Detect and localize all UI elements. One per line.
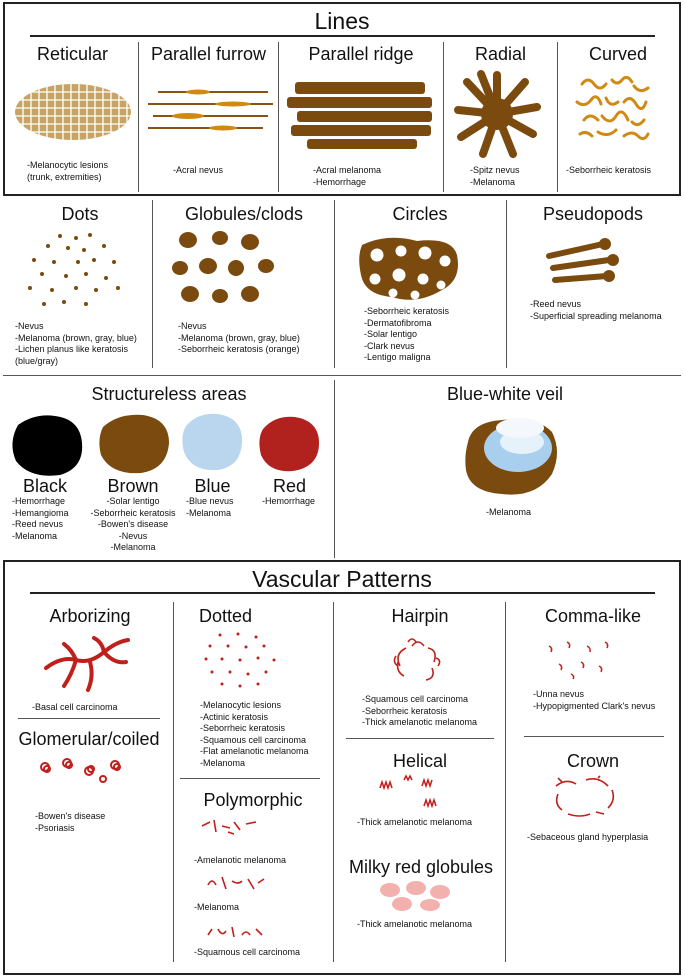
comma-like-illustration xyxy=(548,641,609,680)
hairpin-illustration xyxy=(393,638,441,681)
parallel-furrow-illustration xyxy=(148,89,273,131)
vascular-title-glomerular: Glomerular/coiled xyxy=(18,729,160,749)
veil-desc: -Melanoma xyxy=(486,507,532,517)
polymorphic-desc-2: -Melanoma xyxy=(194,902,240,912)
divider xyxy=(557,42,558,192)
structureless-desc-brown: -Solar lentigo -Seborrheic keratosis -Bo… xyxy=(90,496,176,552)
hairpin-desc: -Squamous cell carcinoma -Seborrheic ker… xyxy=(362,694,478,727)
pattern-title-circles: Circles xyxy=(392,204,448,224)
pattern-desc-pseudopods: -Reed nevus -Superficial spreading melan… xyxy=(530,299,662,321)
structureless-brown-blob xyxy=(99,414,169,474)
vascular-title-milky: Milky red globules xyxy=(348,857,494,877)
divider xyxy=(3,375,681,376)
circles-illustration xyxy=(359,237,458,300)
divider xyxy=(334,200,335,368)
reticular-illustration xyxy=(15,84,131,140)
pattern-desc-dots: -Nevus -Melanoma (brown, gray, blue) -Li… xyxy=(15,321,137,366)
vascular-title-dotted: Dotted xyxy=(198,606,253,626)
polymorphic-illustration-3 xyxy=(207,926,263,938)
structureless-label-blue: Blue xyxy=(194,476,231,496)
dots-illustration xyxy=(28,233,120,306)
lines-title-rule xyxy=(30,35,655,37)
vascular-section-frame xyxy=(3,560,681,975)
glomerular-desc: -Bowen's disease -Psoriasis xyxy=(35,811,106,833)
pattern-desc-parallel-ridge: -Acral melanoma -Hemorrhage xyxy=(313,165,382,187)
vascular-title: Vascular Patterns xyxy=(252,566,432,592)
divider xyxy=(443,42,444,192)
pattern-desc-parallel-furrow: -Acral nevus xyxy=(173,165,224,175)
divider xyxy=(152,200,153,368)
milky-desc: -Thick amelanotic melanoma xyxy=(357,919,473,929)
pattern-title-dots: Dots xyxy=(61,204,99,224)
vascular-title-comma: Comma-like xyxy=(544,606,641,626)
pattern-desc-radial: -Spitz nevus -Melanoma xyxy=(470,165,520,187)
dotted-desc: -Melanocytic lesions -Actinic keratosis … xyxy=(200,700,309,768)
globules-illustration xyxy=(172,231,274,303)
curved-illustration xyxy=(575,75,650,141)
polymorphic-desc-1: -Amelanotic melanoma xyxy=(194,855,287,865)
vascular-title-crown: Crown xyxy=(566,751,619,771)
divider xyxy=(334,380,335,558)
structureless-blue-blob xyxy=(182,413,242,471)
dotted-illustration xyxy=(204,632,276,688)
pattern-desc-globules: -Nevus -Melanoma (brown, gray, blue) -Se… xyxy=(178,321,300,354)
polymorphic-illustration-1 xyxy=(201,819,257,835)
comma-desc: -Unna nevus -Hypopigmented Clark's nevus xyxy=(533,689,656,711)
pattern-title-pseudopods: Pseudopods xyxy=(542,204,644,224)
divider xyxy=(506,200,507,368)
pattern-title-reticular: Reticular xyxy=(36,44,109,64)
pattern-desc-curved: -Seborrheic keratosis xyxy=(566,165,652,175)
arborizing-illustration xyxy=(44,636,130,692)
divider xyxy=(173,602,174,962)
polymorphic-desc-3: -Squamous cell carcinoma xyxy=(194,947,301,957)
divider xyxy=(18,718,160,719)
radial-illustration xyxy=(454,70,541,158)
divider xyxy=(180,778,320,779)
pattern-desc-circles: -Seborrheic keratosis -Dermatofibroma -S… xyxy=(364,306,450,362)
helical-illustration xyxy=(379,774,437,809)
divider xyxy=(505,602,506,962)
glomerular-illustration xyxy=(40,758,121,783)
structureless-label-brown: Brown xyxy=(107,476,159,496)
structureless-desc-red: -Hemorrhage xyxy=(262,496,316,506)
pattern-title-parallel-ridge: Parallel ridge xyxy=(308,44,414,64)
milky-red-globules-illustration xyxy=(380,881,450,911)
pattern-desc-reticular: -Melanocytic lesions (trunk, extremities… xyxy=(27,160,109,182)
vascular-title-arborizing: Arborizing xyxy=(49,606,131,626)
vascular-title-rule xyxy=(30,592,655,594)
crown-desc: -Sebaceous gland hyperplasia xyxy=(527,832,649,842)
structureless-red-blob xyxy=(259,416,319,472)
structureless-title: Structureless areas xyxy=(91,384,247,404)
lines-section-frame xyxy=(3,2,681,196)
structureless-desc-black: -Hemorrhage -Hemangioma -Reed nevus -Mel… xyxy=(12,496,69,541)
pattern-title-curved: Curved xyxy=(588,44,648,64)
divider xyxy=(333,602,334,962)
crown-illustration xyxy=(555,775,615,817)
divider xyxy=(138,42,139,192)
veil-title: Blue-white veil xyxy=(446,384,564,404)
helical-desc: -Thick amelanotic melanoma xyxy=(357,817,473,827)
structureless-label-red: Red xyxy=(272,476,307,496)
vascular-title-polymorphic: Polymorphic xyxy=(203,790,303,810)
structureless-desc-blue: -Blue nevus -Melanoma xyxy=(186,496,234,518)
pattern-title-globules: Globules/clods xyxy=(184,204,304,224)
veil-illustration xyxy=(465,418,557,495)
vascular-title-hairpin: Hairpin xyxy=(391,606,449,626)
pattern-title-radial: Radial xyxy=(474,44,527,64)
polymorphic-illustration-2 xyxy=(207,876,265,890)
divider xyxy=(346,738,494,739)
vascular-title-helical: Helical xyxy=(392,751,448,771)
lines-title: Lines xyxy=(314,8,370,34)
structureless-black-blob xyxy=(12,415,83,476)
parallel-ridge-illustration xyxy=(287,82,432,149)
pseudopods-illustration xyxy=(546,238,619,283)
structureless-label-black: Black xyxy=(22,476,67,496)
divider xyxy=(278,42,279,192)
arborizing-desc: -Basal cell carcinoma xyxy=(32,702,118,712)
pattern-title-parallel-furrow: Parallel furrow xyxy=(150,44,267,64)
divider xyxy=(524,736,664,737)
